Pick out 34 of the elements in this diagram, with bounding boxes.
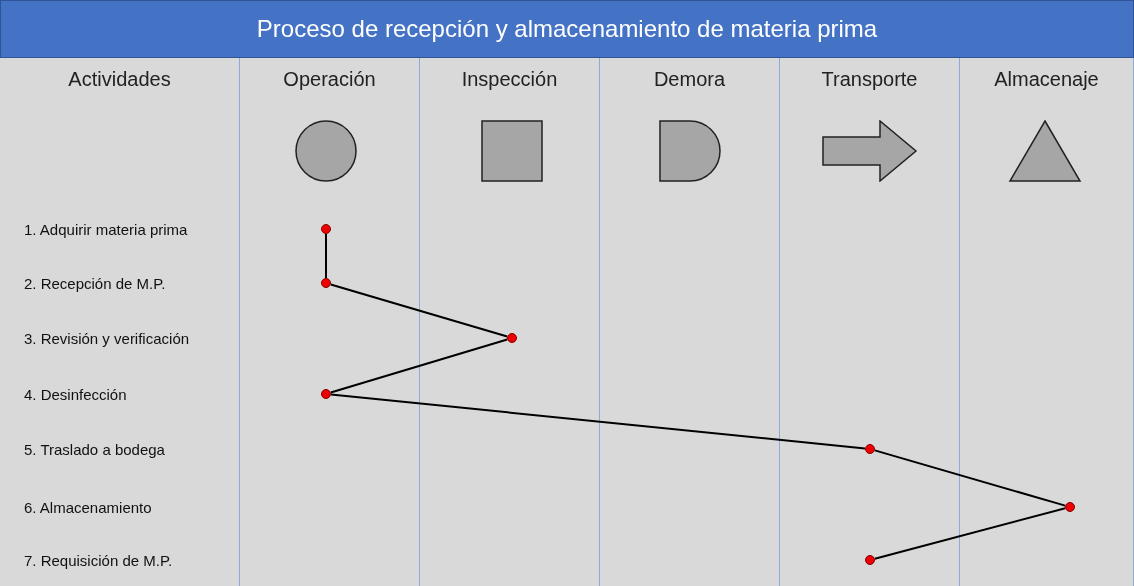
column-header: Transporte (820, 67, 919, 92)
activity-label: 4. Desinfección (24, 385, 127, 403)
connection-dot (865, 555, 875, 565)
connector-line (329, 393, 867, 450)
column-header: Operación (282, 67, 377, 92)
title-bar: Proceso de recepción y almacenamiento de materia prima (0, 0, 1134, 58)
table-column (600, 58, 780, 586)
connection-dot (321, 278, 331, 288)
column-header: Actividades (67, 67, 172, 92)
activity-label: 7. Requisición de M.P. (24, 551, 173, 569)
connection-dot (865, 444, 875, 454)
activity-label: 2. Recepción de M.P. (24, 274, 166, 292)
transport-symbol (822, 120, 918, 182)
activity-label: 1. Adquirir materia prima (24, 220, 188, 238)
table-column (780, 58, 960, 586)
connector-line (873, 449, 1067, 507)
connector-line (873, 507, 1067, 560)
column-header: Inspección (460, 67, 559, 92)
table-column (420, 58, 600, 586)
activity-label: 5. Traslado a bodega (24, 440, 165, 458)
column-header: Almacenaje (993, 67, 1100, 92)
connection-dot (321, 389, 331, 399)
activity-label: 6. Almacenamiento (24, 498, 152, 516)
column-header: Demora (652, 67, 727, 92)
activity-label: 3. Revisión y verificación (24, 329, 190, 347)
connector-line (329, 338, 509, 394)
connector-line (325, 233, 327, 279)
connection-dot (321, 224, 331, 234)
connection-dot (1065, 502, 1075, 512)
table-column (0, 58, 240, 586)
connector-line (329, 283, 509, 338)
table-column (240, 58, 420, 586)
connection-dot (507, 333, 517, 343)
table-column (960, 58, 1134, 586)
